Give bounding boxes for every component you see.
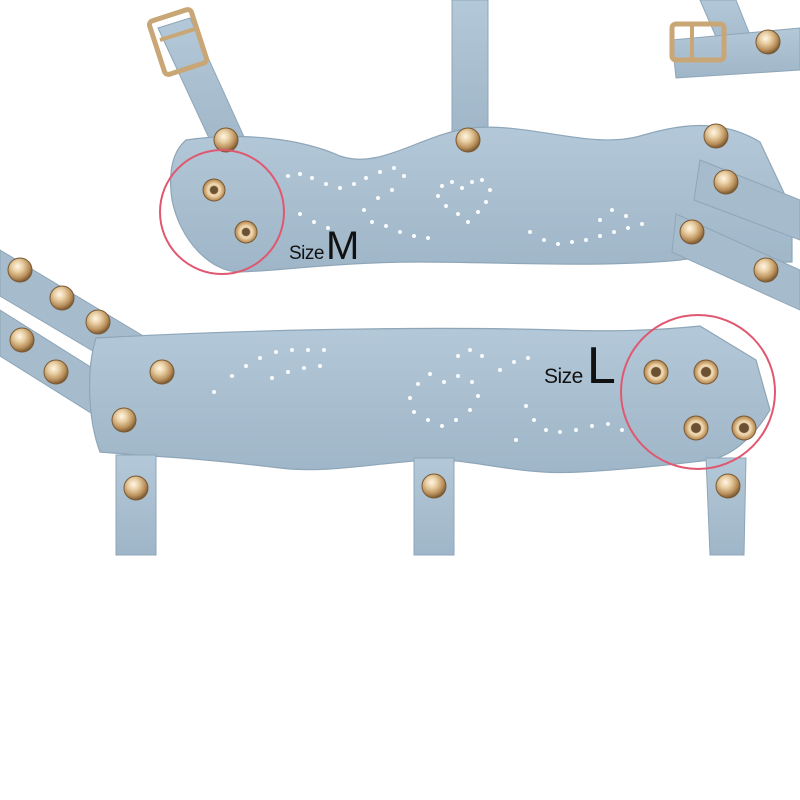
garter-tab — [413, 457, 455, 556]
rivet — [455, 127, 481, 153]
size-letter: M — [325, 224, 360, 268]
rivet — [85, 309, 111, 335]
rivet-group — [7, 257, 741, 501]
highlight-circle-m — [159, 149, 285, 275]
size-label-l: Size L — [544, 336, 616, 396]
buckle-icon — [146, 7, 210, 77]
garter-tab — [705, 457, 747, 556]
buckle-icon — [669, 21, 727, 63]
garter-belt-size-l — [0, 249, 776, 556]
rivet — [49, 285, 75, 311]
garter-belt-size-m — [146, 0, 800, 311]
eyelet-group — [202, 178, 258, 244]
side-strap — [671, 213, 800, 311]
size-word: Size — [544, 365, 583, 388]
rivet-group — [213, 29, 781, 283]
highlight-circle-l — [620, 314, 776, 470]
perforation-pattern — [286, 166, 644, 246]
rivet — [421, 473, 447, 499]
size-letter: L — [586, 337, 616, 395]
rivet — [715, 473, 741, 499]
center-strap — [451, 0, 489, 141]
rivet — [713, 169, 739, 195]
rivet — [213, 127, 239, 153]
rivet — [7, 257, 33, 283]
rivet — [679, 219, 705, 245]
eyelet-group — [643, 359, 757, 441]
rivet — [111, 407, 137, 433]
rivet — [755, 29, 781, 55]
rivet — [9, 327, 35, 353]
rivet — [123, 475, 149, 501]
size-label-m: Size M — [289, 224, 359, 269]
buckle-strap-right — [669, 0, 800, 79]
buckle-strap-left — [146, 7, 251, 163]
belt-band — [89, 325, 771, 474]
rivet — [703, 123, 729, 149]
garter-tab — [115, 454, 157, 556]
rivet — [43, 359, 69, 385]
rivet — [149, 359, 175, 385]
rivet — [753, 257, 779, 283]
perforation-pattern — [212, 348, 624, 442]
size-word: Size — [289, 243, 324, 264]
